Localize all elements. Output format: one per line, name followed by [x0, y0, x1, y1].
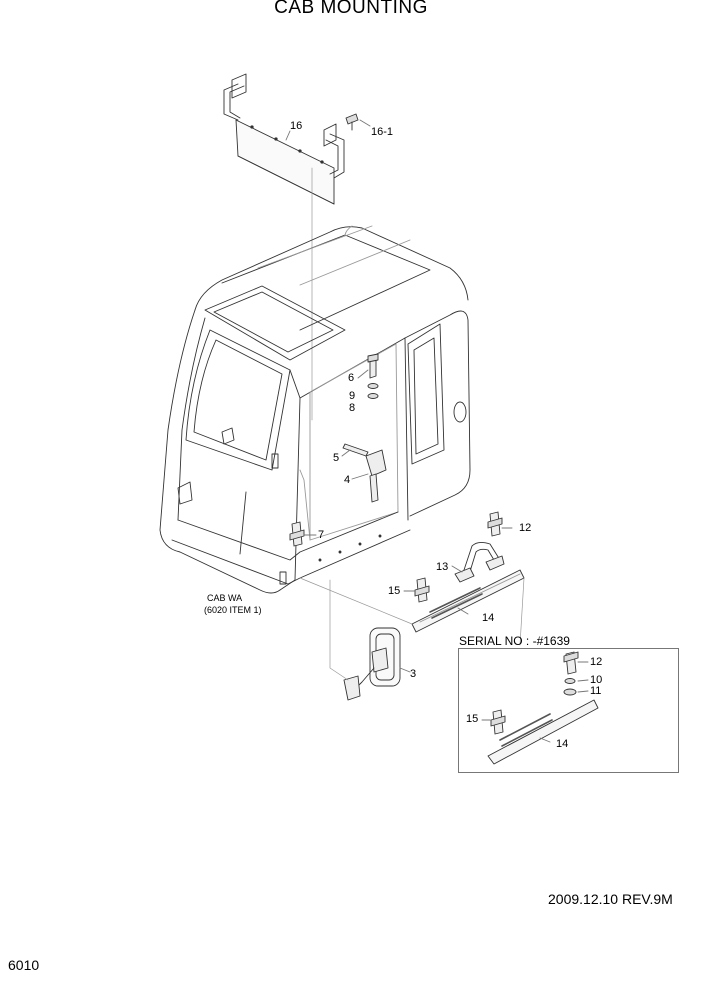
- serial-number-label: SERIAL NO : -#1639: [459, 634, 570, 648]
- label-part-12: 12: [519, 522, 532, 534]
- inset-label-part-15: 15: [466, 713, 479, 725]
- label-part-13: 13: [436, 561, 449, 573]
- inset-label-part-12: 12: [590, 656, 603, 668]
- cab-note-line-1: CAB WA: [207, 593, 243, 603]
- page-title: CAB MOUNTING: [274, 0, 428, 18]
- mirror-assembly: [329, 579, 411, 701]
- label-part-6: 6: [348, 372, 355, 384]
- inset-label-part-11: 11: [590, 685, 602, 697]
- serial-inset-box: [458, 648, 679, 773]
- label-part-16-1: 16-1: [371, 126, 394, 138]
- interior-hardware: [341, 353, 387, 503]
- label-part-16: 16: [290, 120, 303, 132]
- label-part-15: 15: [388, 585, 401, 597]
- label-part-9: 9: [349, 390, 356, 402]
- sun-visor-assembly: [223, 73, 371, 421]
- handrail-assembly: [299, 511, 525, 646]
- inset-parts: [481, 651, 599, 765]
- label-part-3: 3: [410, 668, 417, 680]
- label-part-7: 7: [318, 529, 325, 541]
- cab-note-line-2: (6020 ITEM 1): [204, 605, 262, 615]
- bolt-7: [289, 521, 317, 547]
- revision-date: 2009.12.10 REV.9M: [548, 891, 673, 907]
- label-part-8: 8: [349, 402, 356, 414]
- label-part-4: 4: [344, 474, 351, 486]
- cab-body: [159, 225, 471, 594]
- inset-label-part-14: 14: [556, 738, 569, 750]
- page-number: 6010: [8, 957, 40, 973]
- label-part-5: 5: [333, 452, 340, 464]
- label-part-14: 14: [482, 612, 495, 624]
- inset-label-part-10: 10: [590, 674, 603, 686]
